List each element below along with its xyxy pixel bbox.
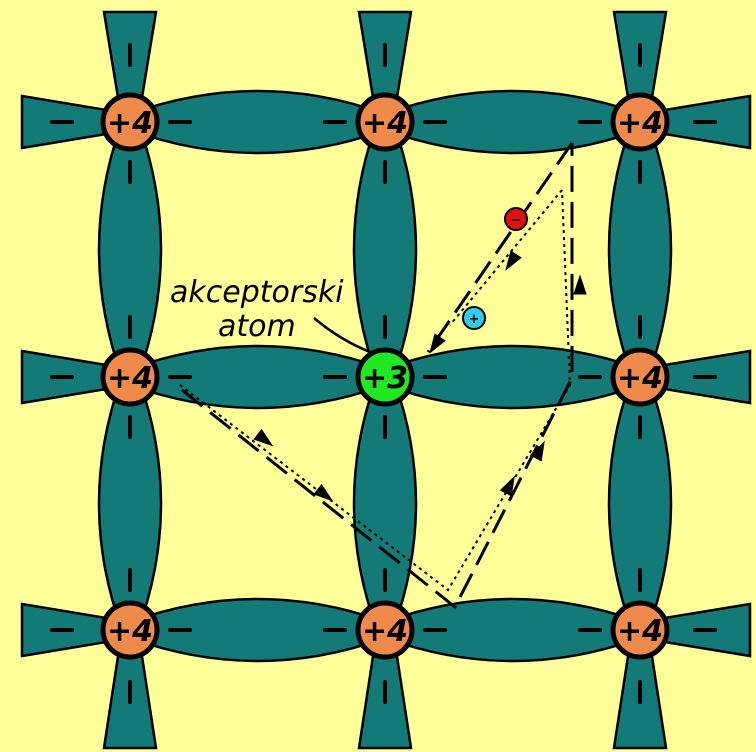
path-arrow-3 bbox=[313, 483, 334, 502]
path-arrow-1 bbox=[429, 333, 446, 354]
silicon-atom-2-2: +4 bbox=[610, 600, 670, 660]
atom-charge-label: +4 bbox=[617, 106, 663, 141]
silicon-atom-2-0: +4 bbox=[100, 600, 160, 660]
atom-circle bbox=[355, 600, 415, 660]
atom-circle bbox=[610, 600, 670, 660]
atom-charge-label: +4 bbox=[617, 614, 663, 649]
path-arrow-2 bbox=[253, 428, 274, 447]
lattice-atoms: +4 +4 +4 +4 +3 +4 +4 +4 +4 bbox=[100, 92, 670, 660]
atom-circle bbox=[100, 92, 160, 152]
silicon-atom-0-0: +4 bbox=[100, 92, 160, 152]
silicon-atom-2-1: +4 bbox=[355, 600, 415, 660]
path-arrow-5 bbox=[499, 475, 515, 497]
atom-charge-label: +3 bbox=[362, 361, 408, 396]
atom-circle bbox=[610, 347, 670, 407]
callout-leader-line bbox=[313, 317, 371, 354]
electron-sign: − bbox=[511, 213, 522, 228]
silicon-atom-0-1: +4 bbox=[355, 92, 415, 152]
atom-charge-label: +4 bbox=[362, 106, 408, 141]
callout-line-2: atom bbox=[218, 309, 296, 344]
atom-charge-label: +4 bbox=[362, 614, 408, 649]
path-arrow-6 bbox=[573, 274, 587, 295]
atom-charge-label: +4 bbox=[617, 361, 663, 396]
silicon-atom-1-2: +4 bbox=[610, 347, 670, 407]
atom-charge-label: +4 bbox=[107, 614, 153, 649]
callout-line-1: akceptorski bbox=[170, 275, 344, 310]
atom-circle bbox=[355, 347, 415, 407]
atom-circle bbox=[100, 347, 160, 407]
path-arrow-0 bbox=[505, 250, 522, 271]
acceptor-atom: +3 bbox=[355, 347, 415, 407]
atom-circle bbox=[100, 600, 160, 660]
path-arrow-4 bbox=[529, 440, 545, 462]
atom-circle bbox=[610, 92, 670, 152]
covalent-bonds bbox=[20, 10, 752, 750]
electron-path bbox=[181, 142, 574, 610]
hole: + bbox=[462, 306, 486, 330]
carrier-paths bbox=[179, 142, 587, 610]
atom-charge-label: +4 bbox=[107, 106, 153, 141]
atom-circle bbox=[355, 92, 415, 152]
electron: − bbox=[504, 207, 528, 231]
silicon-atom-1-0: +4 bbox=[100, 347, 160, 407]
silicon-atom-0-2: +4 bbox=[610, 92, 670, 152]
hole-sign: + bbox=[469, 312, 480, 327]
atom-charge-label: +4 bbox=[107, 361, 153, 396]
